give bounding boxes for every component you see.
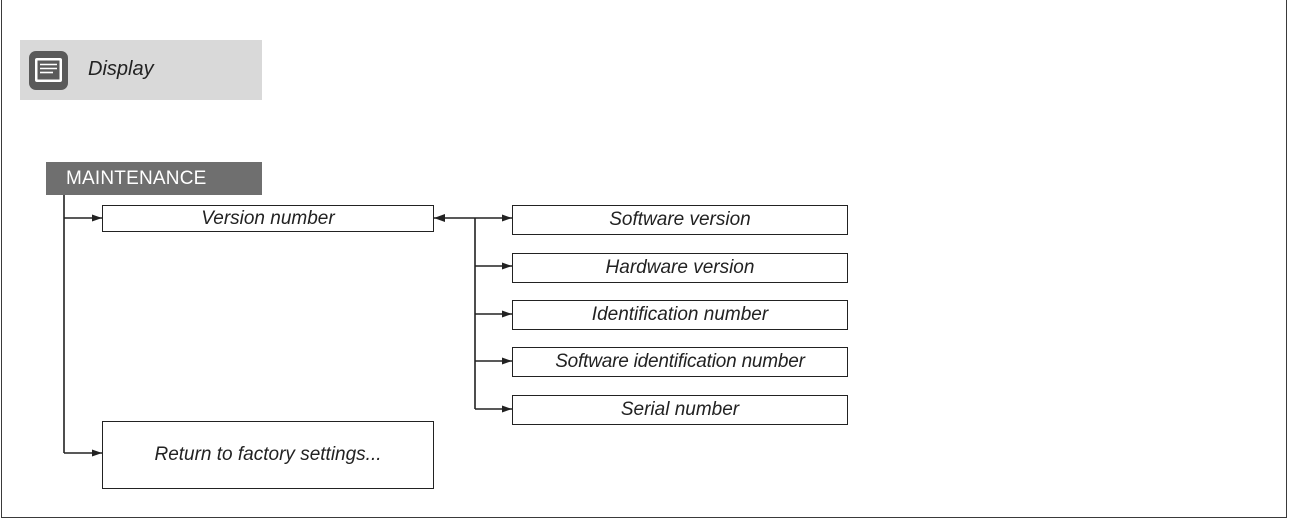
display-label: Display [88,58,154,80]
display-icon [29,51,68,90]
return-factory-settings-box[interactable]: Return to factory settings... [102,421,434,489]
display-header: Display [20,40,262,100]
maintenance-title: MAINTENANCE [46,162,262,195]
software-identification-number-box[interactable]: Software identification number [512,347,848,377]
arrowhead-left [434,214,445,222]
serial-number-box[interactable]: Serial number [512,395,848,425]
identification-number-box[interactable]: Identification number [512,300,848,330]
hardware-version-box[interactable]: Hardware version [512,253,848,283]
version-number-box[interactable]: Version number [102,205,434,232]
software-version-box[interactable]: Software version [512,205,848,235]
